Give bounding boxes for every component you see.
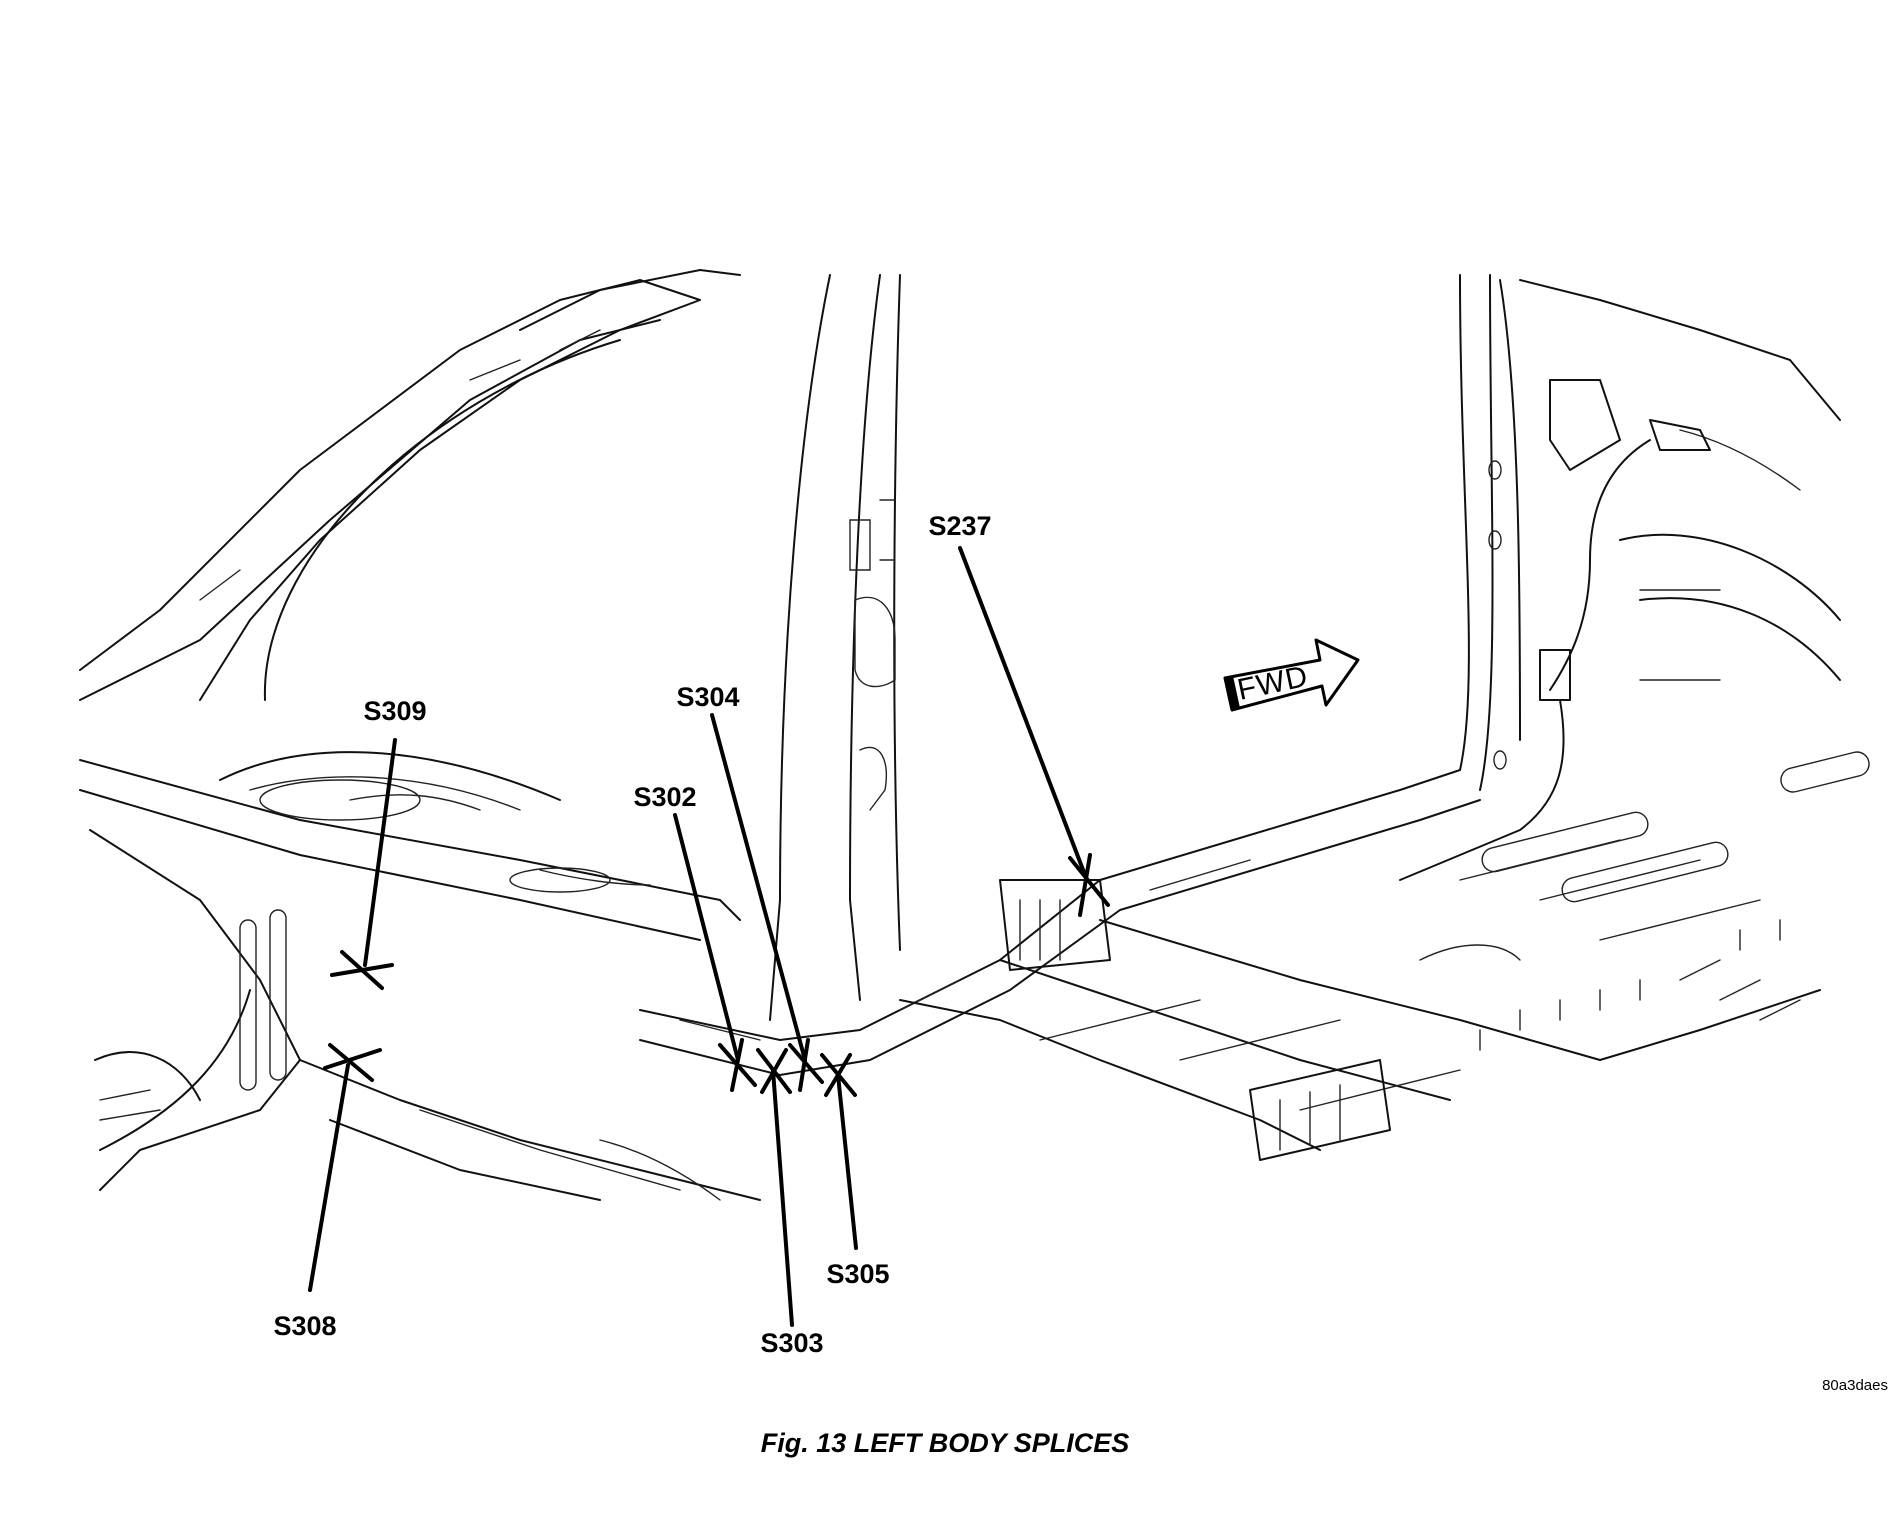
splice-labels: S309 S308 S302 S304 S303 S305 S237 (273, 511, 991, 1358)
splice-label-s308: S308 (273, 1311, 336, 1341)
splice-label-s305: S305 (826, 1259, 889, 1289)
vehicle-body-drawing (79, 269, 1870, 1201)
forward-arrow: FWD (1223, 638, 1360, 712)
forward-arrow-label: FWD (1235, 660, 1312, 707)
splice-label-s309: S309 (363, 696, 426, 726)
splice-label-s237: S237 (928, 511, 991, 541)
splice-leaders (308, 546, 1110, 1327)
figure-caption: Fig. 13 LEFT BODY SPLICES (761, 1428, 1130, 1458)
splice-label-s303: S303 (760, 1328, 823, 1358)
splice-label-s304: S304 (676, 682, 739, 712)
splice-label-s302: S302 (633, 782, 696, 812)
image-code: 80a3daes (1822, 1377, 1888, 1394)
